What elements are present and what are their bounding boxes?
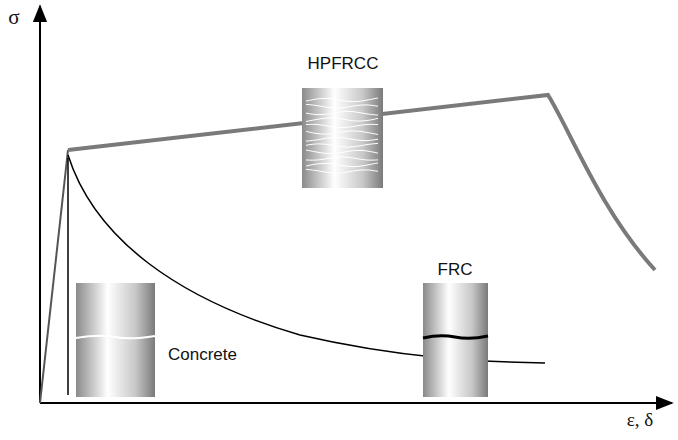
- crack-line: [306, 137, 378, 141]
- x-axis: [40, 402, 672, 404]
- material-label: HPFRCC: [308, 55, 379, 74]
- crack-line: [306, 124, 378, 127]
- concrete-specimen: [76, 283, 155, 397]
- crack-line: [306, 131, 378, 135]
- frc-crack: [423, 336, 488, 339]
- frc-specimen: [423, 283, 488, 397]
- crack-line: [306, 98, 378, 102]
- elastic-line: [40, 150, 68, 403]
- axis-label: ε, δ: [627, 410, 653, 431]
- crack-line: [306, 143, 378, 147]
- crack-line: [306, 169, 378, 173]
- crack-line: [306, 118, 378, 122]
- crack-line: [306, 111, 378, 115]
- concrete-curve: [67, 158, 69, 395]
- axis-label: σ: [8, 6, 19, 29]
- material-label: Concrete: [168, 346, 237, 365]
- hpfrcc-specimen: [302, 88, 383, 188]
- crack-line: [306, 104, 378, 108]
- crack-line: [306, 163, 378, 167]
- crack-line: [306, 150, 378, 154]
- y-axis: [39, 6, 41, 403]
- material-label: FRC: [438, 261, 473, 280]
- crack-line: [306, 157, 378, 160]
- multiple-cracks: [306, 98, 378, 173]
- concrete-crack: [76, 336, 155, 339]
